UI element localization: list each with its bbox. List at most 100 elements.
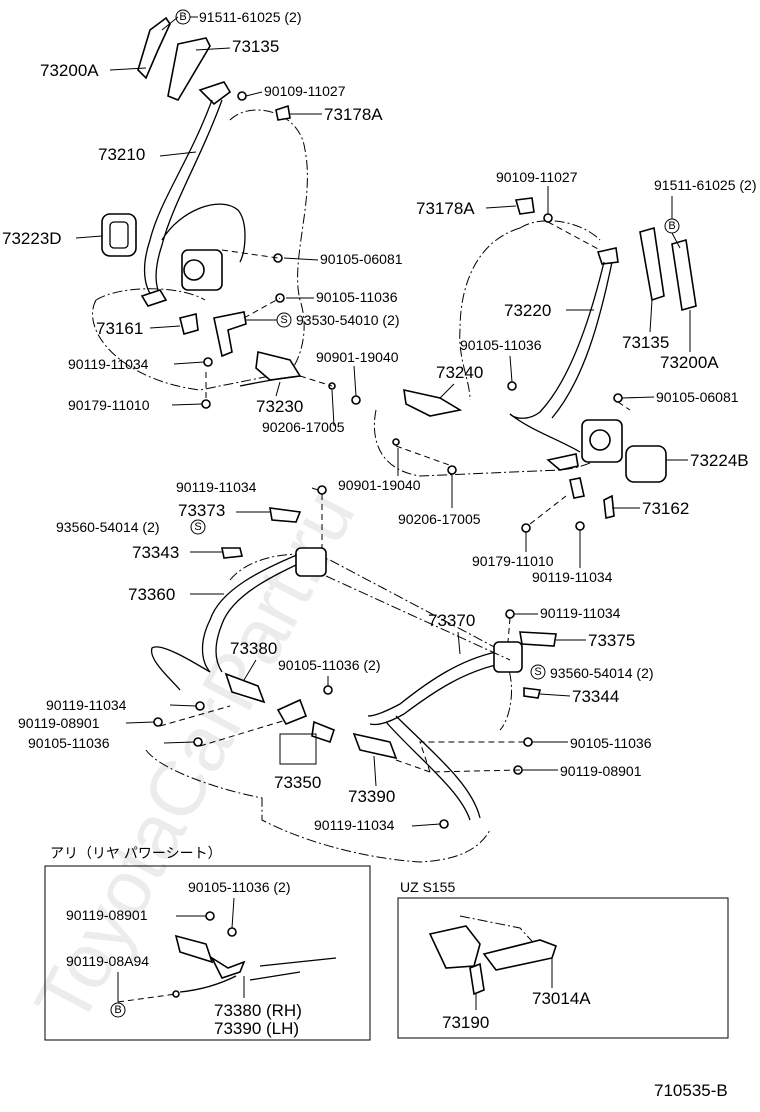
label-73200A: 73200A — [40, 61, 99, 80]
left-callouts: B 91511-61025 (2) 73200A 73135 90109-110… — [2, 9, 403, 435]
buckle-73230 — [255, 351, 302, 381]
belt-webbing-73220 — [509, 261, 605, 419]
label-93560-54014: 93560-54014 (2) — [56, 519, 160, 535]
label-73223D: 73223D — [2, 229, 62, 248]
cover-73135 — [167, 37, 211, 101]
label-73178A-right: 73178A — [416, 199, 475, 218]
label-73135: 73135 — [232, 37, 279, 56]
right-seat-outline — [373, 220, 613, 477]
tongue-plate — [140, 289, 168, 307]
diagram-code: 710535-B — [654, 1081, 728, 1100]
rear-seat-outline — [145, 553, 513, 863]
upper-adjuster-73200A — [137, 16, 171, 80]
label-73344: 73344 — [572, 687, 619, 706]
inset-buckle — [174, 934, 214, 964]
cap-73344 — [523, 687, 541, 699]
inset-label-73190: 73190 — [442, 1013, 489, 1032]
label-90105-11036-right: 90105-11036 — [460, 337, 542, 353]
label-91511-61025: 91511-61025 (2) — [199, 9, 301, 25]
label-90119-11034-rear-left: 90119-11034 — [46, 697, 127, 713]
shoulder-anchor — [198, 81, 232, 106]
svg-text:S: S — [280, 314, 287, 326]
right-adjuster-73200A — [671, 238, 697, 312]
left-seat-outline — [92, 109, 308, 391]
inset-label-73014A: 73014A — [532, 989, 591, 1008]
svg-text:B: B — [179, 11, 186, 23]
label-73240: 73240 — [436, 363, 483, 382]
anchor-73161 — [179, 313, 199, 335]
inset-label-90119-08901: 90119-08901 — [66, 907, 148, 923]
inset-uzs-73190 — [469, 962, 485, 996]
label-90119-11034-bottom: 90119-11034 — [314, 817, 395, 833]
buckle-73380 — [224, 672, 266, 704]
label-90901-19040-left: 90901-19040 — [316, 349, 399, 365]
inset-label-90119-08A94: 90119-08A94 — [66, 953, 149, 969]
cover-73223D — [101, 213, 137, 257]
label-73161: 73161 — [96, 319, 143, 338]
label-90119-11034-top: 90119-11034 — [176, 479, 257, 495]
belt-73360 — [201, 551, 305, 673]
label-90119-11034-right: 90119-11034 — [532, 569, 613, 585]
label-73390: 73390 — [348, 787, 395, 806]
label-73210: 73210 — [98, 145, 145, 164]
buckle-73390 — [352, 732, 398, 760]
right-shoulder-anchor — [596, 247, 619, 265]
right-callouts: 90109-11027 91511-61025 (2) B 73178A 732… — [338, 169, 756, 585]
label-73370: 73370 — [428, 611, 475, 630]
label-90109-11027-right: 90109-11027 — [496, 169, 578, 185]
label-73380: 73380 — [230, 639, 277, 658]
inset-uzs155-frame — [397, 897, 729, 1039]
rear-retractor-right — [493, 641, 523, 673]
label-73135-right: 73135 — [622, 333, 669, 352]
inset-power-seat-title: アリ（リヤ パワーシート） — [50, 845, 222, 861]
inset-label-73390: 73390 (LH) — [214, 1019, 299, 1038]
label-73162: 73162 — [642, 499, 689, 518]
label-90105-11036-rear-right: 90105-11036 — [570, 735, 652, 751]
label-90206-17005-left: 90206-17005 — [262, 419, 345, 435]
anchor-73350 — [276, 698, 308, 726]
label-90119-11034-rear-right: 90119-11034 — [540, 605, 621, 621]
label-93560-54014-right: 93560-54014 (2) — [550, 665, 654, 681]
label-90119-08901-right: 90119-08901 — [560, 763, 642, 779]
label-73230: 73230 — [256, 397, 303, 416]
inset-power-seat-frame — [44, 865, 371, 1041]
label-90179-11010-right: 90179-11010 — [472, 553, 554, 569]
label-90119-11034-left: 90119-11034 — [68, 356, 149, 372]
rear-callouts: 90119-11034 73373 93560-54014 (2) S 7334… — [18, 479, 654, 833]
cover-73375 — [519, 631, 557, 647]
right-front-seat-group — [373, 197, 697, 533]
lower-anchor-plate — [213, 311, 247, 358]
cover-73224B — [625, 445, 667, 483]
label-73375: 73375 — [588, 631, 635, 650]
svg-text:S: S — [194, 521, 201, 533]
mark-S-93560-right — [530, 664, 546, 680]
label-73224B: 73224B — [690, 451, 749, 470]
label-90206-17005-right: 90206-17005 — [398, 511, 481, 527]
label-73373: 73373 — [178, 501, 225, 520]
right-cover-73135 — [639, 226, 665, 302]
belt-webbing-73210 — [143, 99, 213, 301]
inset-uzs155-title: UZ S155 — [400, 879, 455, 895]
right-tongue-plate — [569, 477, 585, 499]
inset-power-seat: アリ（リヤ パワーシート） 90105-11036 (2) 90119-0890… — [44, 845, 371, 1041]
mark-S-93560 — [190, 519, 206, 535]
svg-text:S: S — [534, 666, 541, 678]
label-73343: 73343 — [132, 543, 179, 562]
label-73178A: 73178A — [324, 105, 383, 124]
label-73200A-right: 73200A — [660, 353, 719, 372]
label-90105-11036: 90105-11036 — [316, 289, 398, 305]
label-90105-11036-2: 90105-11036 (2) — [278, 657, 380, 673]
svg-text:B: B — [668, 220, 675, 232]
label-73350: 73350 — [274, 773, 321, 792]
left-front-seat-group — [92, 16, 361, 409]
inset-uzs-stay — [482, 939, 558, 971]
right-lower-anchor — [546, 453, 579, 471]
label-91511-61025-right: 91511-61025 (2) — [654, 177, 756, 193]
cap-73343 — [221, 547, 243, 559]
label-90105-06081: 90105-06081 — [320, 251, 403, 267]
label-90105-11036-rear-left: 90105-11036 — [28, 735, 110, 751]
inset-mark-B — [110, 1002, 126, 1018]
inset-label-90105: 90105-11036 (2) — [188, 879, 290, 895]
anchor-73162 — [603, 494, 615, 519]
